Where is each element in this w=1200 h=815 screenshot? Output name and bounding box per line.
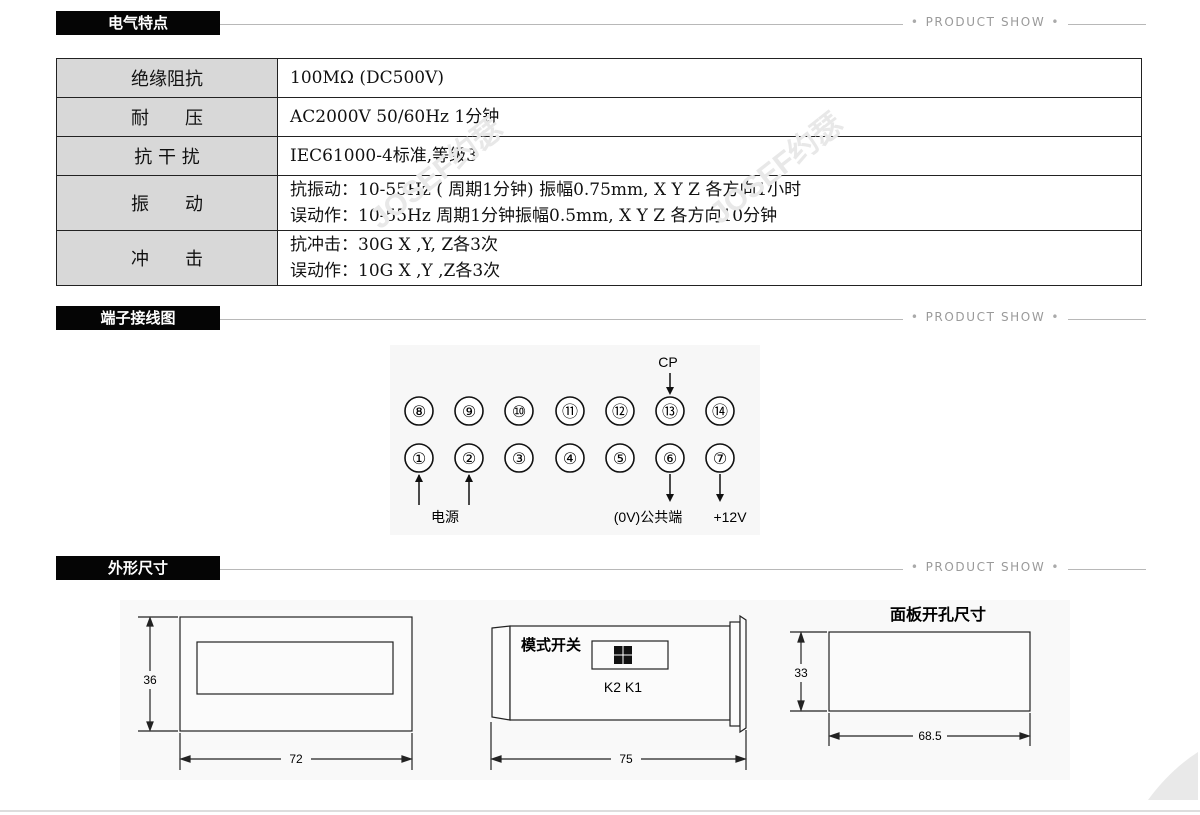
- terminal-circle: [655, 443, 685, 473]
- terminal-circle: [404, 443, 434, 473]
- spec-key: 振 动: [56, 175, 278, 231]
- cp-label: CP: [658, 354, 677, 370]
- front-width-label: 72: [289, 752, 303, 766]
- cutout-height-label: 33: [794, 666, 808, 680]
- divider: [220, 319, 1146, 320]
- terminal-circle: [504, 443, 534, 473]
- front-view: [138, 616, 413, 770]
- terminal-number: ⑬: [662, 403, 678, 421]
- section-header-electrical: 电气特点 PRODUCT SHOW: [56, 11, 1146, 35]
- terminal-number: ①: [412, 451, 426, 468]
- mode-switch-label: 模式开关: [521, 636, 581, 654]
- terminal-number: ⑧: [412, 404, 426, 421]
- terminal-circle: [705, 443, 735, 473]
- terminal-circle: [605, 396, 635, 426]
- terminal-circle: [705, 396, 735, 426]
- section-header-wiring: 端子接线图 PRODUCT SHOW: [56, 306, 1146, 330]
- 12v-label: +12V: [713, 509, 747, 525]
- terminal-number: ⑥: [663, 451, 677, 468]
- 12v-arrow-head: [716, 494, 724, 502]
- section-header-dimensions: 外形尺寸 PRODUCT SHOW: [56, 556, 1146, 580]
- terminal-circle: [454, 396, 484, 426]
- spec-key: 耐 压: [56, 97, 278, 137]
- table-row: 耐 压 AC2000V 50/60Hz 1分钟: [56, 97, 1142, 137]
- table-row: 振 动 抗振动：10-55Hz ( 周期1分钟) 振幅0.75mm, X Y Z…: [56, 175, 1142, 231]
- table-row: 冲 击 抗冲击：30G X ,Y, Z各3次 误动作：10G X ,Y ,Z各3…: [56, 230, 1142, 286]
- terminal-number: ⑫: [612, 403, 628, 421]
- spec-key: 绝缘阻抗: [56, 58, 278, 98]
- product-show-badge: PRODUCT SHOW: [902, 560, 1068, 574]
- label-bg: [281, 751, 311, 767]
- cutout-width-label: 68.5: [918, 729, 942, 743]
- side-view: [490, 614, 747, 770]
- side-length-label: 75: [619, 752, 633, 766]
- label-bg: [789, 664, 813, 682]
- cp-arrow-head: [666, 387, 674, 395]
- watermark: JOSEF约瑟: [704, 107, 849, 231]
- product-show-badge: PRODUCT SHOW: [902, 310, 1068, 324]
- product-show-badge: PRODUCT SHOW: [902, 15, 1068, 29]
- table-row: 绝缘阻抗 100MΩ (DC500V): [56, 58, 1142, 98]
- table-row: 抗 干 扰 IEC61000-4标准,等级3: [56, 136, 1142, 176]
- spec-value: AC2000V 50/60Hz 1分钟: [277, 97, 1142, 137]
- power-label: 电源: [431, 509, 459, 525]
- terminal-circle: [555, 396, 585, 426]
- section-title: 外形尺寸: [56, 556, 220, 580]
- terminal-number: ④: [563, 451, 577, 468]
- terminal-number: ②: [462, 451, 476, 468]
- terminal-number: ⑤: [613, 451, 627, 468]
- terminal-circle: [605, 443, 635, 473]
- label-bg: [611, 751, 641, 767]
- terminal-number: ⑦: [713, 451, 727, 468]
- electrical-spec-table: 绝缘阻抗 100MΩ (DC500V) 耐 压 AC2000V 50/60Hz …: [56, 58, 1142, 286]
- terminal-number: ⑩: [512, 404, 526, 421]
- spec-value: 抗冲击：30G X ,Y, Z各3次 误动作：10G X ,Y ,Z各3次: [277, 230, 1142, 286]
- terminal-number: ⑭: [712, 403, 728, 421]
- terminal-number: ⑪: [562, 403, 578, 421]
- common-arrow-head: [666, 494, 674, 502]
- wiring-diagram-background: [390, 345, 760, 535]
- page-curl-decoration: [1148, 752, 1198, 800]
- terminal-circle: [555, 443, 585, 473]
- power-arrow-head-2: [465, 474, 473, 482]
- front-height-label: 36: [143, 673, 157, 687]
- divider: [220, 569, 1146, 570]
- terminal-circle: [454, 443, 484, 473]
- terminal-number: ⑨: [462, 404, 476, 421]
- terminal-circle: [504, 396, 534, 426]
- divider: [220, 24, 1146, 25]
- spec-key: 冲 击: [56, 230, 278, 286]
- switch-labels: K2 K1: [604, 679, 642, 695]
- power-arrow-head-1: [415, 474, 423, 482]
- terminal-circle: [404, 396, 434, 426]
- spec-value: 抗振动：10-55Hz ( 周期1分钟) 振幅0.75mm, X Y Z 各方向…: [277, 175, 1142, 231]
- panel-cutout-view: [790, 631, 1031, 746]
- panel-cutout-title: 面板开孔尺寸: [890, 605, 986, 624]
- section-title: 端子接线图: [56, 306, 220, 330]
- label-bg: [135, 671, 165, 689]
- spec-key: 抗 干 扰: [56, 136, 278, 176]
- terminal-group: ⑧ ⑨ ⑩ ⑪ ⑫ ⑬ ⑭ ① ② ③ ④ ⑤ ⑥ ⑦: [404, 396, 735, 473]
- common-label: (0V)公共端: [614, 509, 682, 525]
- terminal-circle: [655, 396, 685, 426]
- section-title: 电气特点: [56, 11, 220, 35]
- label-bg: [913, 728, 947, 744]
- terminal-number: ③: [512, 451, 526, 468]
- watermark: JOSEF约瑟: [364, 112, 509, 236]
